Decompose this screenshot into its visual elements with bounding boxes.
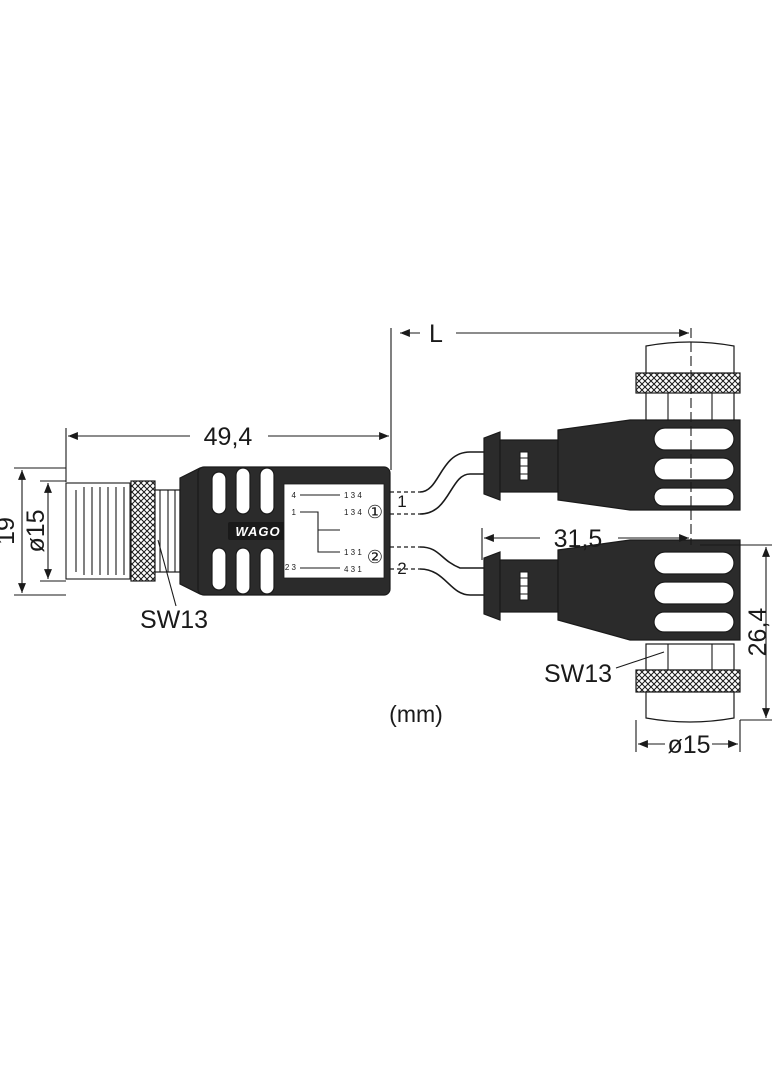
dimensions: L 49,4 19 ø15 SW13 31,5 26,4 SW13 ø: [0, 320, 772, 759]
upper-angled-connector: [483, 341, 741, 511]
wago-logo-text: WAGO: [235, 524, 280, 539]
dim-dia-left-label: ø15: [22, 509, 50, 552]
left-knurled-nut: [130, 480, 156, 582]
splitter-body: WAGO 4 1 2 3 1 3 4 1 3 4 1 3 1 4 3 1 ① ②: [197, 466, 391, 596]
cables: 1 2: [390, 451, 484, 596]
port-1-symbol: ①: [367, 502, 383, 523]
upper-knurled-nut: [635, 372, 741, 394]
pin-label-134-a: 1 3 4: [344, 491, 362, 500]
pin-label-431: 4 3 1: [344, 565, 362, 574]
pin-label-2-3: 2 3: [285, 563, 297, 572]
pin-label-4: 4: [292, 491, 297, 500]
branch-2-label: 2: [397, 559, 406, 578]
left-male-connector: [65, 467, 201, 595]
port-2-symbol: ②: [367, 547, 383, 568]
dim-19-label: 19: [0, 517, 20, 545]
dim-31-5-label: 31,5: [554, 525, 603, 553]
lower-angled-connector: [483, 539, 741, 723]
pin-diagram-panel: [283, 483, 385, 579]
dim-l-label: L: [429, 320, 443, 348]
pin-label-1: 1: [292, 508, 297, 517]
units-label: (mm): [389, 701, 443, 727]
lower-knurled-nut: [635, 669, 741, 693]
pin-label-131: 1 3 1: [344, 548, 362, 557]
dim-dia-right-label: ø15: [667, 731, 710, 759]
pin-label-134-b: 1 3 4: [344, 508, 362, 517]
sw13-left-label: SW13: [140, 606, 208, 634]
dim-49-4-label: 49,4: [204, 423, 253, 451]
sw13-right-label: SW13: [544, 660, 612, 688]
wago-logo: [228, 522, 288, 540]
dim-26-4-label: 26,4: [744, 608, 772, 657]
branch-1-label: 1: [397, 492, 406, 511]
